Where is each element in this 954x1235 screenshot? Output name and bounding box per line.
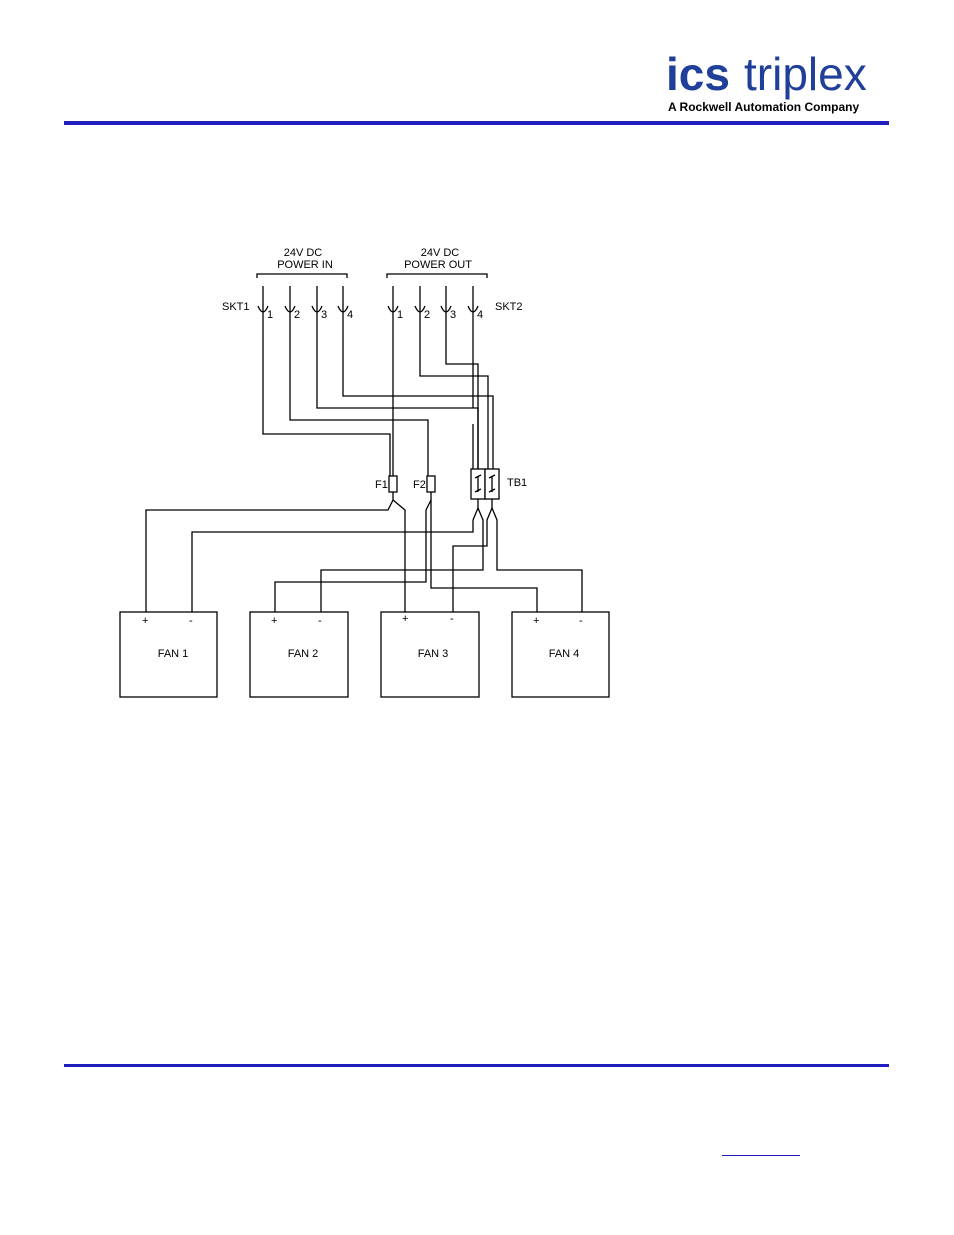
power-out-label-line1: 24V DC xyxy=(421,247,460,259)
fuse-f2 xyxy=(427,476,435,492)
power-in-bracket xyxy=(257,274,347,278)
wire-fan3-plus xyxy=(393,500,405,612)
skt2-pin-3: 3 xyxy=(450,309,456,321)
tb1-label: TB1 xyxy=(507,477,527,489)
fan-2-minus: - xyxy=(318,615,322,627)
fan-4-plus: + xyxy=(533,615,539,627)
footer-divider xyxy=(64,1064,889,1067)
skt2-pin-2: 2 xyxy=(424,309,430,321)
fan-1-minus: - xyxy=(189,615,193,627)
wire-fan3-minus xyxy=(453,499,492,612)
fan-1-label: FAN 1 xyxy=(158,648,189,660)
wire-fan4-plus xyxy=(431,500,537,612)
fan-4-label: FAN 4 xyxy=(549,648,580,660)
skt2-pin-1: 1 xyxy=(397,309,403,321)
fan-1-plus: + xyxy=(142,615,148,627)
fan-2-label: FAN 2 xyxy=(288,648,319,660)
fuse-f1-label: F1 xyxy=(375,479,388,491)
power-out-bracket xyxy=(387,274,487,278)
power-in-label-line1: 24V DC xyxy=(284,247,323,259)
skt1-pin-3: 3 xyxy=(321,309,327,321)
skt1-pin-2: 2 xyxy=(294,309,300,321)
fan-3-plus: + xyxy=(402,613,408,625)
fan-2-plus: + xyxy=(271,615,277,627)
power-in-label-line2: POWER IN xyxy=(277,259,333,271)
wire-fan2-minus xyxy=(321,508,483,612)
wire-fan1-plus xyxy=(146,492,393,612)
fan-4-minus: - xyxy=(579,615,583,627)
footer-link-underline[interactable] xyxy=(722,1154,800,1156)
wire-skt1-pin3 xyxy=(317,340,478,470)
skt1-pin-4: 4 xyxy=(347,309,353,321)
wire-fan1-minus xyxy=(192,499,478,612)
fan-3-minus: - xyxy=(450,613,454,625)
fuse-f1 xyxy=(389,476,397,492)
fuse-f2-label: F2 xyxy=(413,479,426,491)
power-out-label-line2: POWER OUT xyxy=(404,259,472,271)
skt2-pin-4: 4 xyxy=(477,309,483,321)
fan-3-label: FAN 3 xyxy=(418,648,449,660)
skt1-pin-1: 1 xyxy=(267,309,273,321)
wire-skt1-pin4 xyxy=(343,340,493,470)
skt2-label: SKT2 xyxy=(495,301,523,313)
skt1-label: SKT1 xyxy=(222,301,250,313)
